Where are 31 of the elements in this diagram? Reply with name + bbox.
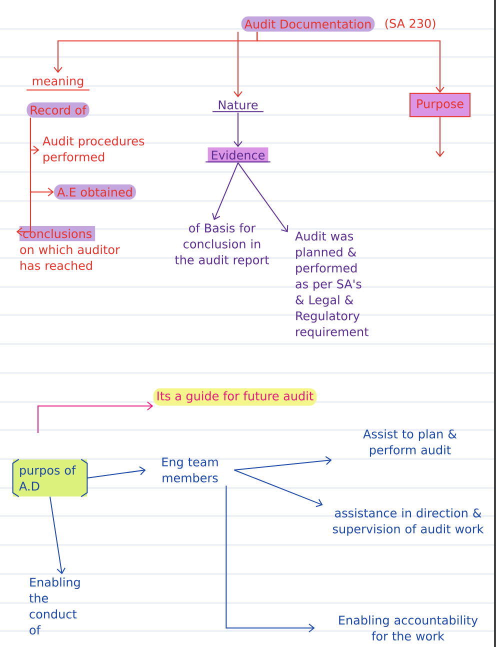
arrow [234, 470, 323, 508]
arrow [256, 31, 444, 93]
note-text: Assist to plan & perform audit [363, 429, 457, 457]
arrow [50, 496, 66, 574]
arrow [234, 456, 332, 470]
arrow [436, 116, 444, 158]
arrow [226, 485, 315, 632]
item-text: Audit procedures performed [42, 136, 144, 164]
arrow [234, 112, 242, 148]
arrow [212, 162, 238, 220]
highlighted-text: A.E obtained [54, 184, 136, 200]
arrow [16, 117, 31, 236]
arrow [38, 401, 154, 434]
arrow [86, 466, 146, 478]
boxed-text: Purpose [410, 92, 470, 118]
title-text: Audit Documentation [241, 16, 375, 32]
arrow [234, 31, 242, 98]
highlighted-text: Its a guide for future audit [153, 388, 317, 406]
item-text: conclusions on which auditor has reached [20, 226, 120, 270]
note-text: Eng team members [162, 458, 218, 482]
arrow [238, 162, 288, 232]
heading-text: Nature [212, 100, 264, 112]
note-text: of Basis for conclusion in the audit report [175, 223, 270, 267]
reference-text: (SA 230) [385, 18, 436, 30]
highlighted-text: Evidence [205, 147, 271, 163]
bracketed-box: purpos of A.D [12, 458, 88, 498]
note-text: assistance in direction & supervision of audit work [332, 508, 484, 536]
heading-text: meaning [26, 76, 90, 90]
note-text: Enabling accountability for the work [339, 615, 478, 641]
note-text: Audit was planned & performed as per SA's & Legal & Regulatory requirement [295, 231, 368, 339]
note-text: Enabling the conduct of [29, 577, 80, 635]
